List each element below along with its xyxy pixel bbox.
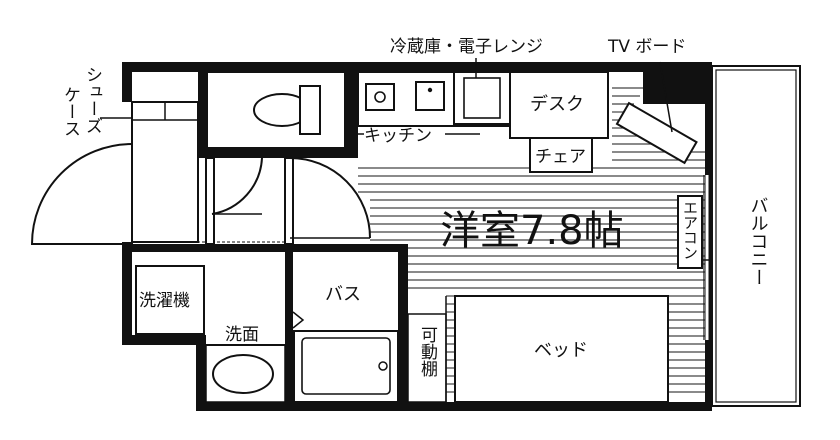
bathtub-icon (293, 330, 399, 403)
balcony-label: バルコニー (748, 196, 769, 286)
tv-board-label: TV ボード (607, 37, 686, 57)
tv-board (615, 101, 698, 165)
shoe-case-label-col2: ケース (60, 86, 80, 137)
fridge-icon (453, 71, 511, 125)
shelf-label: 可動棚 (417, 326, 438, 378)
door-swing-icon (30, 143, 133, 245)
washbasin-label: 洗面 (225, 325, 259, 345)
desk-label: デスク (530, 94, 584, 115)
balcony-inner (715, 69, 797, 403)
chair (529, 137, 593, 173)
door-swing-icon (289, 157, 371, 239)
washbasin-icon (212, 354, 274, 394)
chair-label: チェア (535, 147, 586, 167)
shoe-case (131, 101, 199, 243)
balcony (711, 65, 801, 407)
shoe-case-label-col1: シューズ (82, 66, 102, 134)
bed-label: ベッド (534, 340, 588, 361)
shelf (407, 313, 447, 403)
washer-label: 洗濯機 (139, 291, 190, 311)
door-swing-icon (211, 157, 263, 215)
bed (454, 295, 669, 403)
washer (135, 265, 205, 335)
bath-label: バス (325, 284, 361, 305)
desk (509, 71, 609, 139)
toilet-icon (253, 85, 321, 135)
room-label: 洋室7.8帖 (440, 208, 624, 254)
fridge-microwave-label: 冷蔵庫・電子レンジ (390, 37, 543, 57)
aircon (677, 195, 703, 269)
room-floor-hatching (358, 87, 705, 393)
aircon-label: エアコン (681, 200, 699, 260)
kitchen-label: キッチン (364, 126, 432, 146)
stove-icon (415, 81, 445, 111)
sink-icon (365, 83, 395, 111)
